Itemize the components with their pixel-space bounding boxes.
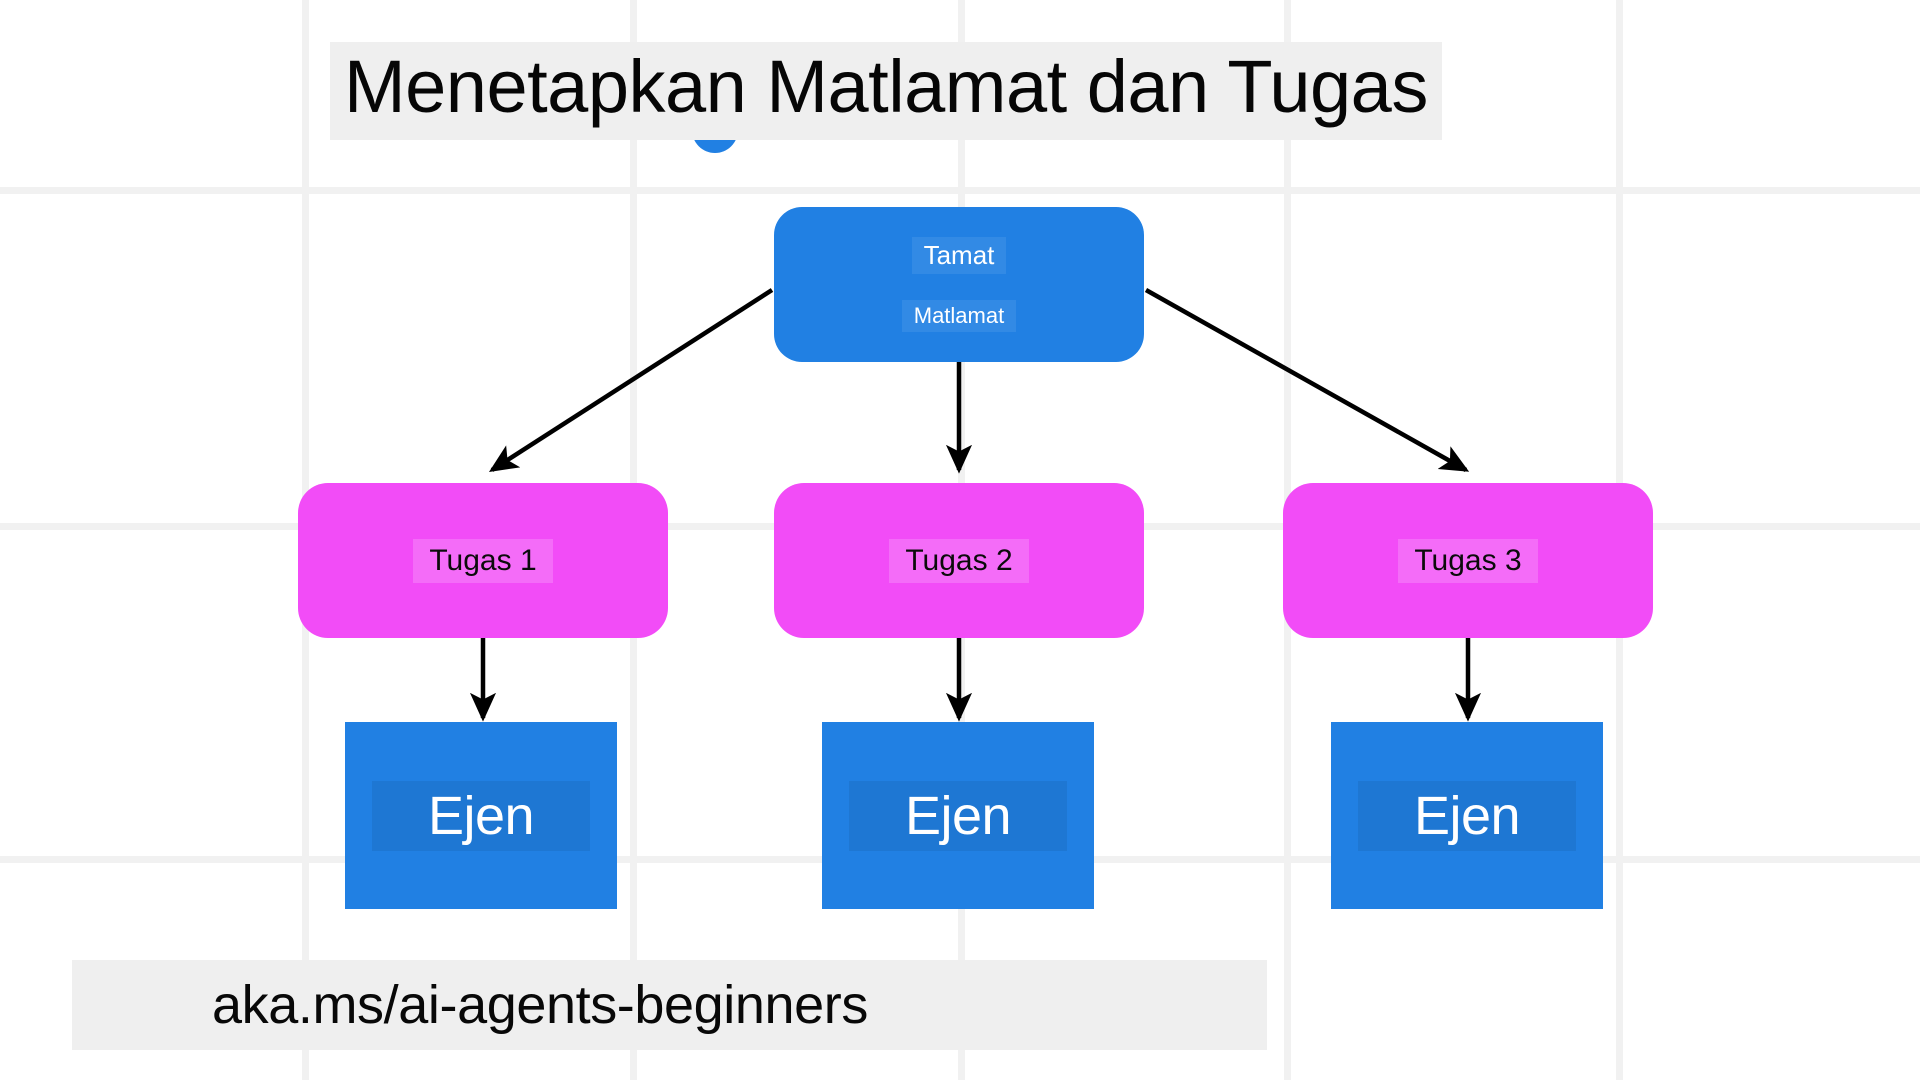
node-goal-title: Tamat	[911, 237, 1007, 274]
node-task-3[interactable]: Tugas 3	[1283, 483, 1653, 638]
footer-url-link[interactable]: aka.ms/ai-agents-beginners	[72, 960, 1267, 1050]
node-agent-1[interactable]: Ejen	[345, 722, 617, 909]
node-agent-2[interactable]: Ejen	[822, 722, 1094, 909]
node-agent-1-label: Ejen	[371, 780, 591, 851]
page-title: Menetapkan Matlamat dan Tugas	[330, 42, 1442, 140]
node-task-1-label: Tugas 1	[413, 538, 553, 583]
node-agent-3-label: Ejen	[1357, 780, 1577, 851]
edge-goal-to-task-3	[1144, 288, 1470, 472]
node-task-3-label: Tugas 3	[1398, 538, 1538, 583]
node-task-1[interactable]: Tugas 1	[298, 483, 668, 638]
node-agent-3[interactable]: Ejen	[1331, 722, 1603, 909]
edge-goal-to-task-1	[488, 288, 774, 472]
node-goal-subtitle: Matlamat	[901, 300, 1017, 332]
node-task-2-label: Tugas 2	[889, 538, 1029, 583]
node-task-2[interactable]: Tugas 2	[774, 483, 1144, 638]
node-agent-2-label: Ejen	[848, 780, 1068, 851]
node-goal[interactable]: Tamat Matlamat	[774, 207, 1144, 362]
